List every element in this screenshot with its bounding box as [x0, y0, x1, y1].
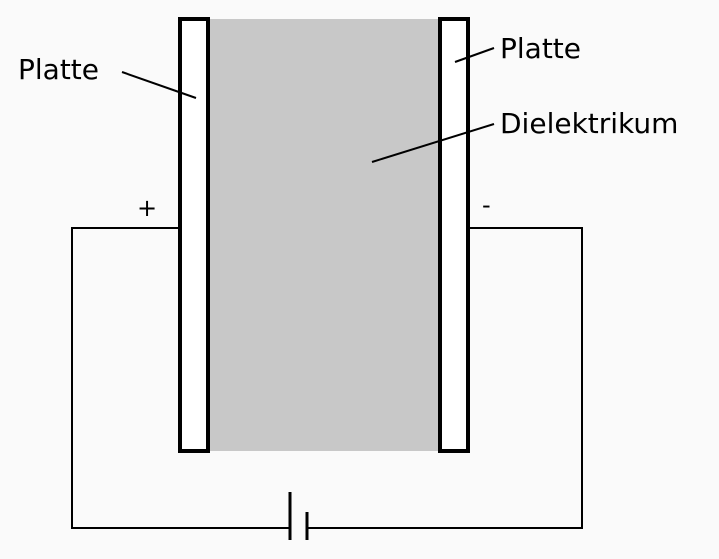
right-plate-label: Platte	[500, 32, 582, 65]
left-plate-leader	[121, 71, 197, 99]
right-plate-leader	[454, 47, 495, 63]
circuit-wire-left	[71, 227, 290, 529]
circuit-wire-right	[307, 227, 583, 529]
positive-terminal-label: +	[137, 194, 158, 222]
left-plate-label: Platte	[18, 53, 100, 86]
dielectric-leader	[371, 123, 495, 163]
dielectric-block	[208, 19, 440, 451]
right-plate	[438, 17, 470, 453]
left-plate	[178, 17, 210, 453]
negative-terminal-label: -	[482, 191, 491, 219]
dielectric-label: Dielektrikum	[500, 107, 679, 140]
